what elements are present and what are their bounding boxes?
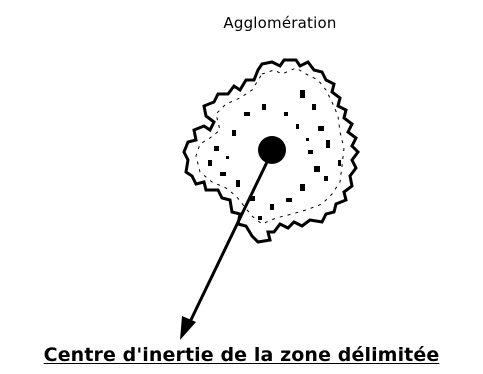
centre-inertia-caption: Centre d'inertie de la zone délimitée (0, 344, 483, 366)
pointer-arrowhead (180, 316, 196, 340)
centre-of-inertia-dot (258, 136, 286, 164)
